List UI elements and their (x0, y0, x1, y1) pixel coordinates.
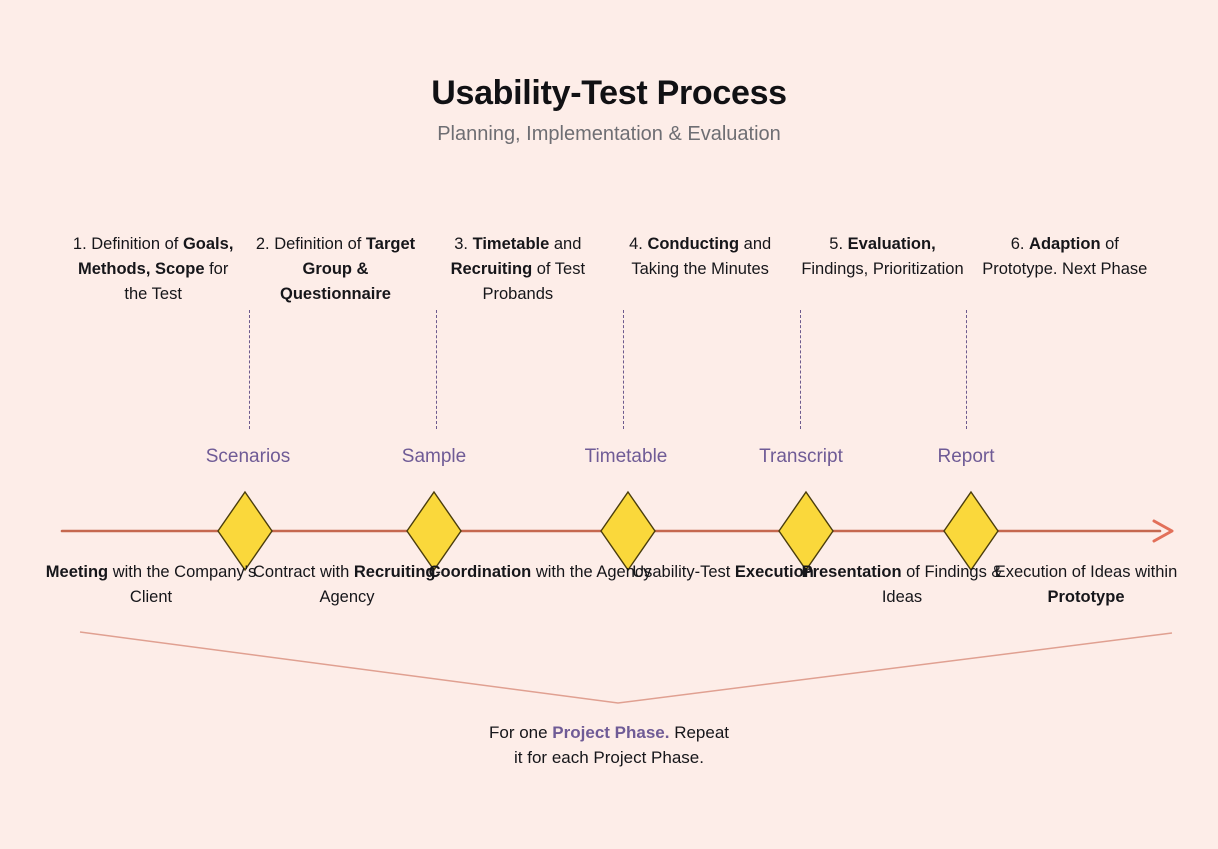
step-item-4: 4. Conducting and Taking the Minutes (629, 235, 772, 278)
deliverable-label-timetable: Timetable (584, 446, 668, 467)
milestone-diamond-4[interactable] (778, 490, 834, 572)
phase-divider-2 (436, 310, 437, 429)
deliverable-label-transcript: Transcript (759, 446, 843, 467)
milestone-diamond-5[interactable] (943, 490, 999, 572)
activity-label-6: Execution of Ideas within Prototype (994, 563, 1178, 606)
step-item-5: 5. Evaluation, Findings, Prioritization (801, 235, 964, 278)
arrow-right-icon (1152, 519, 1174, 543)
page-subtitle: Planning, Implementation & Evaluation (437, 123, 781, 146)
deliverable-label-sample: Sample (401, 446, 467, 467)
activity-label-3: Coordination with the Agency (428, 563, 652, 581)
step-item-1: 1. Definition of Goals, Methods, Scope f… (72, 235, 234, 303)
milestone-diamond-3[interactable] (600, 490, 656, 572)
milestone-diamond-2[interactable] (406, 490, 462, 572)
deliverable-label-report: Report (937, 446, 995, 467)
page-title: Usability-Test Process (431, 74, 787, 112)
step-item-2: 2. Definition of Target Group & Question… (255, 235, 416, 303)
header: Usability-Test Process Planning, Impleme… (0, 74, 1218, 146)
footer-prefix: For one (488, 723, 553, 742)
project-phase-bracket (79, 631, 1173, 704)
activity-label-4: Usability-Test Execution (632, 563, 814, 581)
phase-divider-4 (800, 310, 801, 429)
activity-label-1: Meeting with the Company's Client (45, 563, 257, 606)
step-item-6: 6. Adaption of Prototype. Next Phase (982, 235, 1148, 278)
step-item-3: 3. Timetable and Recruiting of Test Prob… (450, 235, 586, 303)
deliverable-label-scenarios: Scenarios (205, 446, 291, 467)
milestone-group (217, 490, 999, 572)
phase-divider-1 (249, 310, 250, 429)
activity-label-2: Contract with Recruiting-Agency (253, 563, 441, 606)
activity-label-5: Presentation of Findings & Ideas (801, 563, 1003, 606)
footer-suffix: Repeat (669, 723, 730, 742)
footer-accent: Project Phase. (552, 723, 670, 742)
step-list: 1. Definition of Goals, Methods, Scope f… (62, 232, 1156, 307)
footer-note-line-2: it for each Project Phase. (514, 748, 704, 767)
milestone-diamond-1[interactable] (217, 490, 273, 572)
footer-note: For one Project Phase. Repeat it for eac… (0, 720, 1218, 770)
footer-note-line-1: For one Project Phase. Repeat (0, 720, 1218, 745)
timeline-axis (60, 519, 1174, 543)
phase-divider-3 (623, 310, 624, 429)
phase-divider-5 (966, 310, 967, 429)
